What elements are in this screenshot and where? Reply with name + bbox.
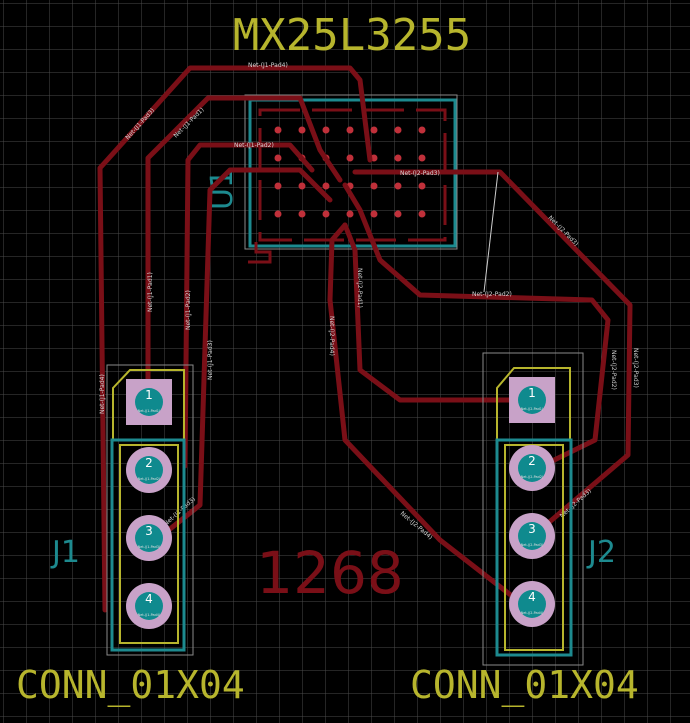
trace-j2-pad2	[342, 182, 611, 470]
pad-number: 3	[145, 524, 153, 538]
u1-pad	[394, 126, 402, 134]
net-label-j1-pad2-top: Net-(J1-Pad2)	[234, 142, 274, 149]
net-label-j2-pad3-top: Net-(J2-Pad3)	[400, 170, 440, 177]
pad-number: 3	[528, 522, 536, 536]
u1-pad	[394, 154, 402, 162]
pad-net-label: Net-(J2-Pad3)	[521, 543, 544, 547]
net-label-j2-pad3-vert: Net-(J2-Pad3)	[632, 348, 639, 388]
u1-pad	[418, 210, 426, 218]
trace-j1-pad3	[147, 167, 333, 548]
pad-net-label: Net-(J2-Pad4)	[521, 611, 544, 615]
u1-pad	[346, 154, 354, 162]
u1-pad	[394, 182, 402, 190]
pad-net-label: Net-(J2-Pad2)	[521, 475, 544, 479]
j1-silk-outline	[112, 369, 185, 441]
j1-footprint[interactable]: J1 J1 1Net-(J1-Pad1)2Net-(J1-Pad2)3Net-(…	[16, 364, 245, 708]
chip-title: MX25L3255	[233, 10, 471, 61]
trace-j2-pad3	[352, 169, 633, 533]
u1-pad	[274, 126, 282, 134]
value-label: 1268	[256, 539, 404, 607]
pad-drill	[518, 522, 546, 550]
u1-pad	[346, 210, 354, 218]
u1-pad	[322, 126, 330, 134]
u1-pad	[346, 126, 354, 134]
pad-net-label: Net-(J1-Pad1)	[138, 409, 161, 413]
j2-silk-outline	[496, 367, 571, 441]
ratsnest-line	[483, 171, 499, 293]
u1-pad	[370, 182, 378, 190]
j1-fab-outline	[110, 438, 186, 652]
pad-net-label: Net-(J1-Pad3)	[138, 545, 161, 549]
net-label-j1-pad2-vert: Net-(J1-Pad2)	[185, 290, 192, 330]
net-label-j1-pad4-vert: Net-(J1-Pad4)	[99, 374, 106, 414]
net-label-j2-pad4-vert: Net-(J2-Pad4)	[328, 316, 335, 356]
net-label-j2-pad2-vert: Net-(J2-Pad2)	[610, 350, 617, 390]
j2-courtyard	[482, 352, 584, 666]
u1-pad	[322, 210, 330, 218]
pad-number: 1	[528, 386, 536, 400]
pad-net-label: Net-(J1-Pad2)	[138, 477, 161, 481]
j2-pads: 1Net-(J2-Pad1)2Net-(J2-Pad2)3Net-(J2-Pad…	[509, 377, 555, 627]
trace-j1-pad4	[97, 65, 373, 613]
j1-ref-label: J1	[50, 535, 80, 570]
pad-drill	[518, 386, 546, 414]
j1-courtyard	[106, 364, 194, 656]
pad-drill	[518, 454, 546, 482]
pad-net-label: Net-(J2-Pad1)	[521, 407, 544, 411]
net-label-j2-pad2-mid: Net-(J2-Pad2)	[472, 291, 512, 298]
traces	[97, 65, 633, 613]
net-label-j2-pad1-vert: Net-(J2-Pad1)	[356, 268, 363, 308]
u1-pad	[298, 210, 306, 218]
pad-drill	[135, 456, 163, 484]
pad-number: 2	[528, 454, 536, 468]
j2-ref-label: J2	[586, 535, 616, 570]
trace-j2-pad1	[342, 222, 528, 403]
u1-pad	[370, 210, 378, 218]
pad-drill	[135, 524, 163, 552]
u1-pad	[274, 210, 282, 218]
u1-pad	[298, 182, 306, 190]
pad-number: 4	[528, 590, 536, 604]
j1-inner-outline	[119, 444, 179, 644]
j1-value-label: CONN_01X04	[16, 663, 245, 708]
net-label-j1-pad1-vert: Net-(J1-Pad1)	[147, 272, 154, 312]
pad-drill	[135, 592, 163, 620]
j2-inner-outline	[504, 444, 564, 651]
net-label-j1-pad4-top: Net-(J1-Pad4)	[248, 62, 288, 69]
net-label-j1-pad3-vert: Net-(J1-Pad3)	[207, 340, 214, 380]
pad-number: 2	[145, 456, 153, 470]
pad-number: 4	[145, 592, 153, 606]
u1-pad	[274, 182, 282, 190]
u1-pad	[274, 154, 282, 162]
trace-j1-pad2	[182, 142, 315, 469]
j1-pads: 1Net-(J1-Pad1)2Net-(J1-Pad2)3Net-(J1-Pad…	[126, 379, 172, 629]
u1-pad	[394, 210, 402, 218]
u1-pad	[418, 126, 426, 134]
u1-pad	[370, 126, 378, 134]
pad-net-label: Net-(J1-Pad4)	[138, 613, 161, 617]
pad-number: 1	[145, 388, 153, 402]
trace-j2-pad4	[327, 222, 533, 613]
u1-pad	[418, 182, 426, 190]
pad-drill	[518, 590, 546, 618]
u1-pad	[322, 182, 330, 190]
pad-drill	[135, 388, 163, 416]
j2-value-label: CONN_01X04	[410, 663, 639, 708]
u1-pad	[418, 154, 426, 162]
j2-fab-outline	[495, 438, 573, 657]
trace-j1-pad1	[145, 95, 343, 403]
j2-footprint[interactable]: J2 J2 1Net-(J2-Pad1)2Net-(J2-Pad2)3Net-(…	[410, 352, 639, 708]
u1-pad	[298, 126, 306, 134]
u1-pin1-marker	[248, 242, 272, 264]
